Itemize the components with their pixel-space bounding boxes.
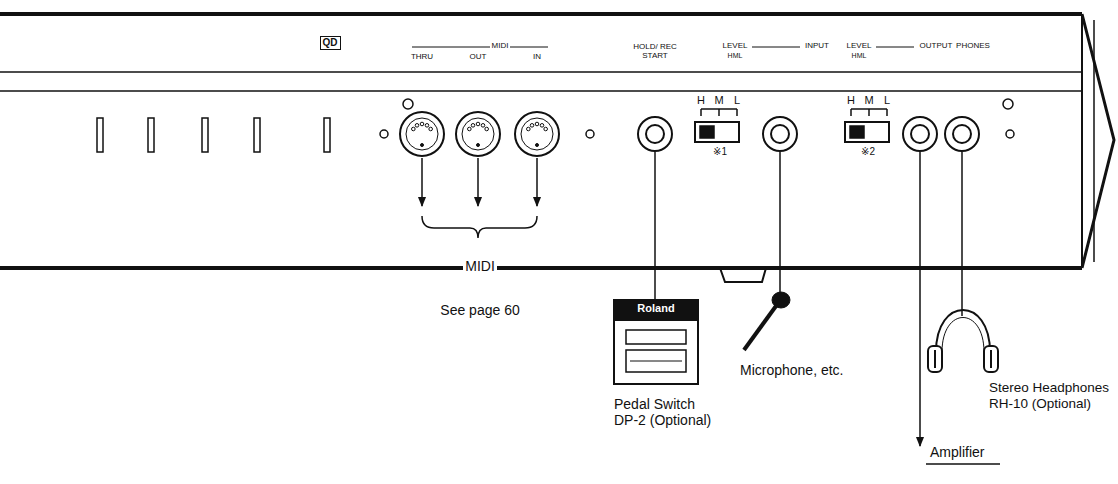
device-label: Stereo Headphones RH-10 (Optional) <box>987 380 1115 411</box>
switch-position: H <box>845 94 857 107</box>
midi-jacks <box>400 112 559 156</box>
note-mark: ※2 <box>859 146 877 158</box>
headphones <box>928 310 998 372</box>
device-label: Microphone, etc. <box>738 362 846 378</box>
port-name: HOLD/ REC START <box>627 42 683 60</box>
note-mark: ※1 <box>711 146 729 158</box>
pedal-switch <box>614 300 698 384</box>
switch-positions: HML <box>726 52 745 60</box>
microphone <box>744 292 790 350</box>
control-name: LEVEL <box>721 41 750 50</box>
switch-position: M <box>862 94 875 107</box>
switch-position: L <box>882 94 892 107</box>
connection-leaders <box>422 152 1000 464</box>
page-reference: See page 60 <box>438 302 521 318</box>
port-group-name: OUTPUT <box>918 41 955 50</box>
panel-outline <box>0 14 1114 282</box>
logo-text: QD <box>320 36 341 50</box>
brand-text: Roland <box>635 302 676 315</box>
group-label: MIDI <box>463 258 497 274</box>
device-label: Pedal Switch DP-2 (Optional) <box>612 396 714 428</box>
phone-jacks <box>638 117 979 151</box>
device-label: Amplifier <box>928 444 986 460</box>
control-name: LEVEL <box>845 41 874 50</box>
port-group-name: INPUT <box>803 41 831 50</box>
port-group-name: MIDI <box>490 41 511 50</box>
port-name: OUT <box>468 52 489 61</box>
switch-positions: HML <box>850 52 869 60</box>
switch-position: L <box>732 94 742 107</box>
switch-position: H <box>695 94 707 107</box>
port-name: PHONES <box>954 41 992 50</box>
level-switches <box>695 109 889 142</box>
vent-slots <box>97 118 330 152</box>
port-name: IN <box>531 52 543 61</box>
switch-position: M <box>712 94 725 107</box>
port-name: THRU <box>409 52 435 61</box>
